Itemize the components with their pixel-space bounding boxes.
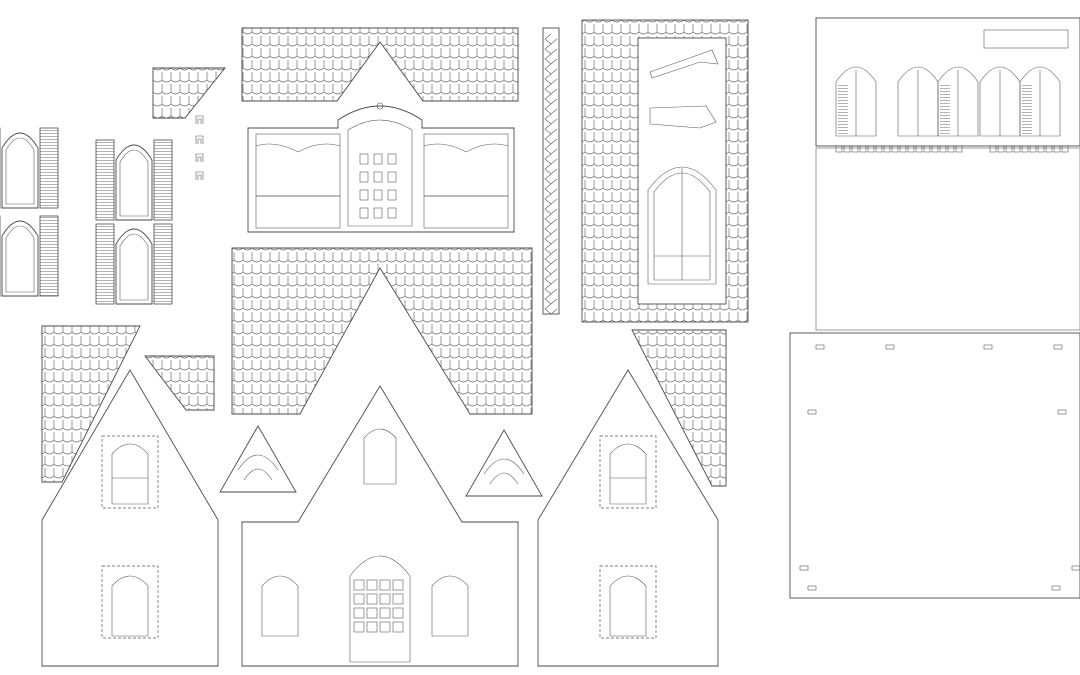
base-slot-1 <box>815 344 825 350</box>
tower-window-r2c1 <box>373 189 383 201</box>
tower-window-r1c2 <box>387 171 397 183</box>
base-slot-10 <box>1071 565 1080 571</box>
shutter-window-group <box>0 127 173 305</box>
side-panel-window-5 <box>1019 66 1061 137</box>
tower-window-r0c2 <box>387 153 397 165</box>
tower-window-r2c2 <box>387 189 397 201</box>
tower-window-r3c1 <box>373 207 383 219</box>
gable-wall-left <box>41 369 219 667</box>
base-slot-2 <box>885 344 895 350</box>
base-slot-5 <box>807 409 817 415</box>
balcony-front-panel <box>247 102 515 233</box>
decorative-bracket-right <box>465 429 543 497</box>
main-roof-panel <box>231 247 533 415</box>
side-wall-panel <box>815 17 1080 331</box>
shutter-window-4 <box>95 223 173 305</box>
base-slot-6 <box>1057 409 1067 415</box>
roof-clip-4 <box>195 171 204 180</box>
shutter-window-1 <box>0 127 59 209</box>
tower-window-r3c0 <box>359 207 369 219</box>
tower-window-r3c2 <box>387 207 397 219</box>
tower-window-r1c1 <box>373 171 383 183</box>
base-slot-8 <box>807 585 817 591</box>
tower-window-r0c0 <box>359 153 369 165</box>
roof-clip-2 <box>195 135 204 144</box>
small-roof-tile-piece <box>152 67 226 119</box>
base-floor-panel <box>789 332 1080 599</box>
roof-clip-1 <box>195 115 204 124</box>
base-slot-4 <box>1053 344 1063 350</box>
gable-wall-right <box>537 369 719 667</box>
tower-window-r0c1 <box>373 153 383 165</box>
roof-clip-3 <box>195 153 204 162</box>
side-panel-window-1 <box>835 66 877 137</box>
shutter-window-3 <box>95 139 173 221</box>
gable-wall-center <box>241 385 519 667</box>
base-slot-9 <box>1051 585 1061 591</box>
right-roof-panel <box>631 329 727 487</box>
front-door <box>349 555 411 663</box>
tower-window-r1c0 <box>359 171 369 183</box>
window-roof-panel <box>581 19 749 323</box>
gable-walls <box>41 369 719 667</box>
base-slot-7 <box>799 565 809 571</box>
zigzag-trim-strip <box>542 27 560 315</box>
top-roof-panel <box>241 27 519 102</box>
center-upper-window <box>363 428 397 485</box>
left-roof-panel <box>41 325 215 483</box>
side-panel-window-3 <box>937 66 979 137</box>
tower-window-r2c0 <box>359 189 369 201</box>
shutter-window-2 <box>0 215 59 297</box>
decorative-bracket-left <box>219 425 297 493</box>
roof-clip-pieces <box>195 115 204 180</box>
base-slot-3 <box>983 344 993 350</box>
